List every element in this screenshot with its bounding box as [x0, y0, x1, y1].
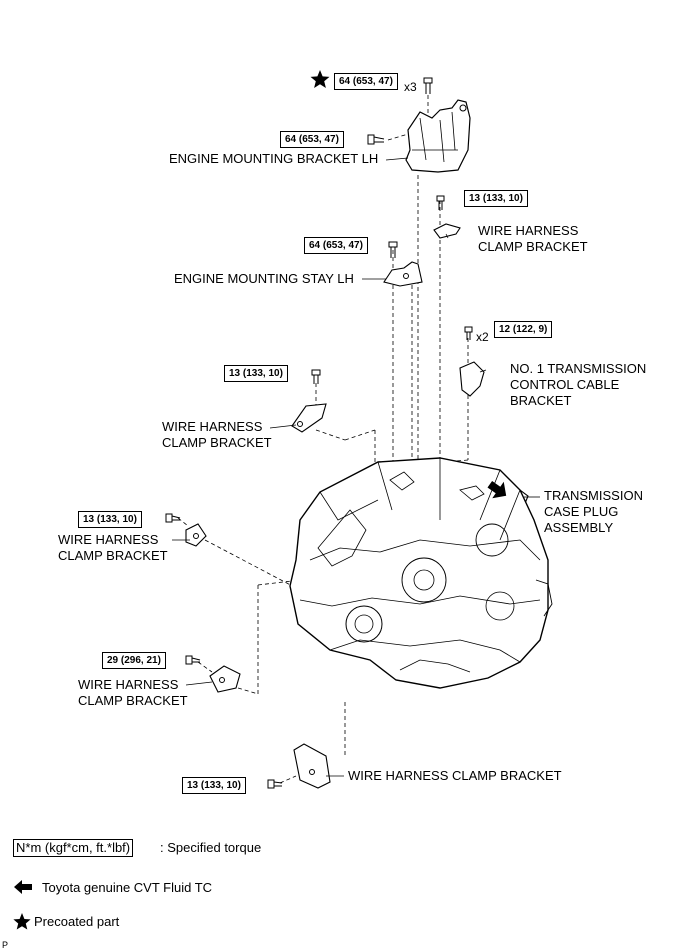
- label-wire-lower-left-line2: CLAMP BRACKET: [78, 693, 188, 708]
- label-wire-bottom: WIRE HARNESS CLAMP BRACKET: [348, 768, 562, 783]
- legend-fluid-arrow-icon: [14, 880, 32, 894]
- torque-box-wire-bottom: 13 (133, 10): [182, 777, 246, 794]
- torque-box-top: 64 (653, 47): [334, 73, 398, 90]
- label-plug-line2: CASE PLUG: [544, 504, 619, 519]
- label-engine-mounting-stay-lh: ENGINE MOUNTING STAY LH: [174, 271, 354, 286]
- label-plug-line1: TRANSMISSION: [544, 488, 643, 503]
- torque-box-stay: 64 (653, 47): [304, 237, 368, 254]
- label-no1-line1: NO. 1 TRANSMISSION: [510, 361, 647, 376]
- multiplier-x2: x2: [476, 330, 489, 344]
- torque-box-wire-upper-right: 13 (133, 10): [464, 190, 528, 207]
- torque-box-wire-lower-left: 29 (296, 21): [102, 652, 166, 669]
- label-wire-left-line1: WIRE HARNESS: [58, 532, 159, 547]
- torque-box-wire-mid-left: 13 (133, 10): [224, 365, 288, 382]
- legend-fluid-text: Toyota genuine CVT Fluid TC: [42, 880, 213, 895]
- torque-box-no1-bracket: 12 (122, 9): [494, 321, 553, 338]
- torque-box-mount-bracket: 64 (653, 47): [280, 131, 344, 148]
- legend-star-icon: [13, 913, 31, 930]
- multiplier-x3: x3: [404, 80, 417, 94]
- label-no1-line2: CONTROL CABLE: [510, 377, 620, 392]
- torque-box-wire-left: 13 (133, 10): [78, 511, 142, 528]
- legend-torque-unit-box: N*m (kgf*cm, ft.*lbf): [13, 839, 134, 857]
- label-no1-line3: BRACKET: [510, 393, 572, 408]
- precoated-star-marker: [310, 70, 330, 88]
- label-wire-mid-left-line2: CLAMP BRACKET: [162, 435, 272, 450]
- label-wire-lower-left-line1: WIRE HARNESS: [78, 677, 179, 692]
- label-wire-mid-left-line1: WIRE HARNESS: [162, 419, 263, 434]
- legend-precoated-text: Precoated part: [34, 914, 120, 929]
- label-engine-mounting-bracket-lh: ENGINE MOUNTING BRACKET LH: [169, 151, 379, 166]
- label-plug-line3: ASSEMBLY: [544, 520, 614, 535]
- footer-code: P: [2, 940, 9, 950]
- fluid-arrow-marker: [487, 480, 507, 499]
- label-wire-upper-right-line1: WIRE HARNESS: [478, 223, 579, 238]
- legend-torque-desc: : Specified torque: [160, 840, 262, 855]
- label-wire-upper-right-line2: CLAMP BRACKET: [478, 239, 588, 254]
- label-wire-left-line2: CLAMP BRACKET: [58, 548, 168, 563]
